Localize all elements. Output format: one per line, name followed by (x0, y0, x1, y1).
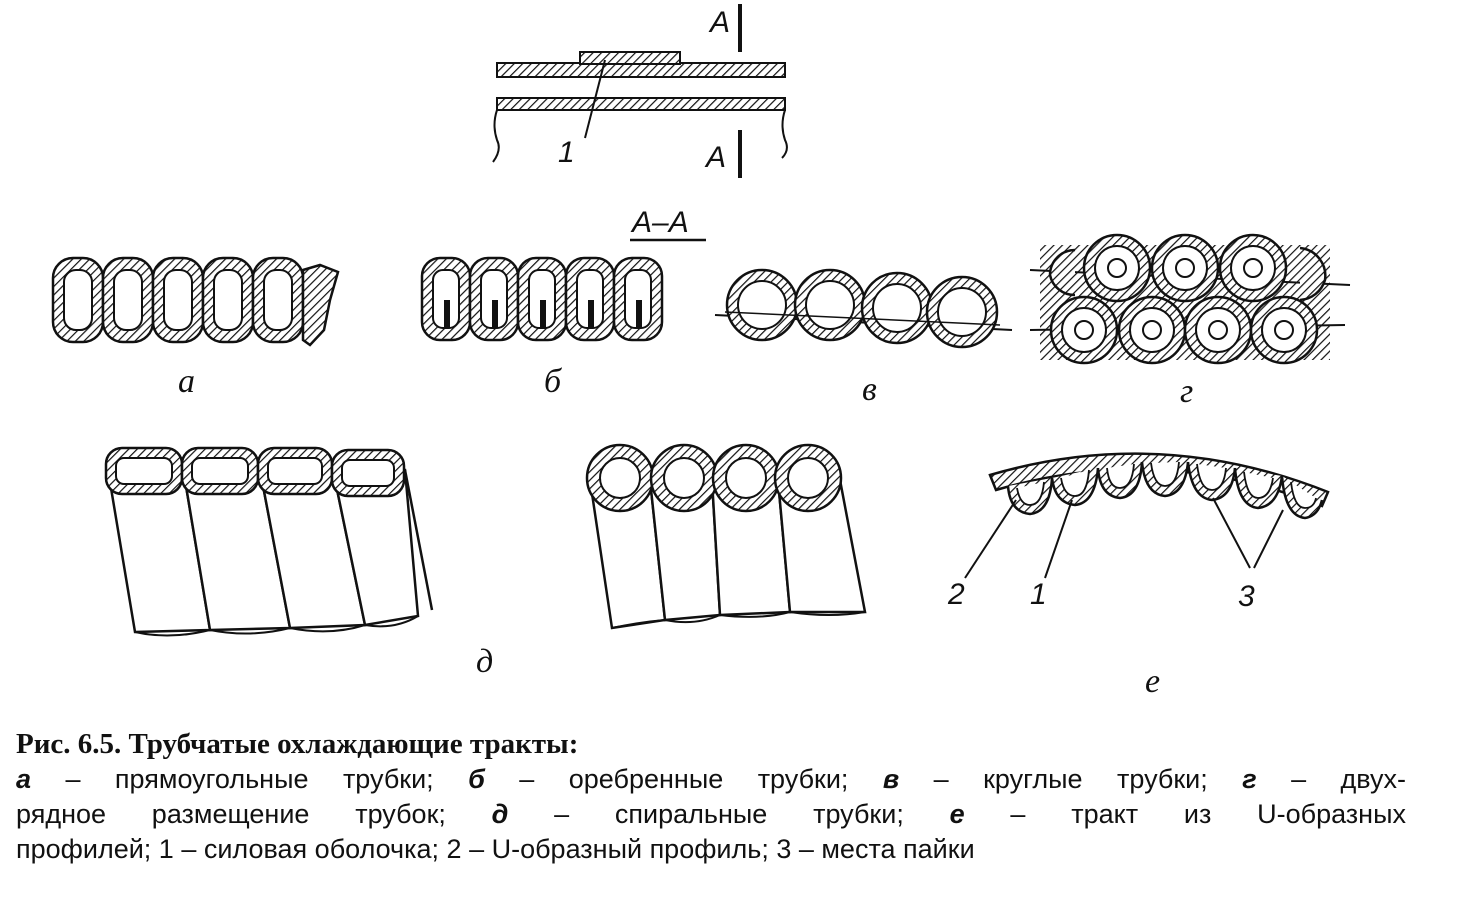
caption-key-b: б (468, 764, 485, 794)
panel-a-label: а (178, 363, 195, 400)
caption-text-g: – двух- (1256, 764, 1407, 794)
callout-2-label: 2 (947, 578, 965, 611)
panel-v-label: в (862, 371, 877, 408)
panel-v-round-tubes (714, 268, 1013, 349)
caption-line2-post: – тракт из U-образных (964, 799, 1406, 829)
callout-1-label: 1 (1030, 578, 1047, 611)
caption-line2-pre: рядное размещение трубок; (16, 799, 492, 829)
caption-title: Рис. 6.5. Трубчатые охлаждающие тракты: (16, 728, 579, 760)
caption-line-1: а – прямоугольные трубки; б – оребренные… (16, 762, 1406, 797)
caption-key-e: е (949, 799, 965, 829)
longitudinal-section-drawing (492, 4, 788, 242)
figure-caption: Рис. 6.5. Трубчатые охлаждающие тракты: … (16, 726, 1406, 867)
caption-text-a: – прямоугольные трубки; (31, 764, 469, 794)
caption-key-a: а (16, 764, 32, 794)
callout-3-label: 3 (1238, 580, 1255, 613)
caption-text-v: – круглые трубки; (899, 764, 1243, 794)
panel-a-rectangular-tubes (51, 256, 340, 347)
caption-key-v: в (882, 764, 900, 794)
caption-key-g: г (1242, 764, 1257, 794)
panel-g-label: г (1180, 373, 1193, 410)
section-mark-bottom-label: А (704, 141, 726, 174)
panel-d-spiral-rect-tubes (104, 446, 434, 637)
panel-d-spiral-round-tubes (585, 443, 867, 630)
panel-g-two-row-tubes (1029, 233, 1351, 365)
panel-b-finned-tubes (420, 256, 664, 342)
callout-1-top-label: 1 (558, 136, 575, 169)
caption-text-b: – оребренные трубки; (484, 764, 883, 794)
caption-line-2: рядное размещение трубок; д – спиральные… (16, 797, 1406, 832)
section-mark-top-label: А (708, 6, 730, 39)
panel-d-label: д (476, 643, 493, 680)
figure-illustration: А А 1 А–А а б (51, 4, 1351, 700)
caption-line-3: профилей; 1 – силовая оболочка; 2 – U-об… (16, 834, 975, 864)
caption-key-d: д (491, 799, 509, 829)
panel-b-label: б (544, 363, 563, 400)
section-title-label: А–А (630, 206, 689, 239)
panel-e-label: е (1145, 663, 1160, 700)
panel-e-u-profile-tract (964, 452, 1330, 579)
caption-line2-mid: – спиральные трубки; (508, 799, 950, 829)
